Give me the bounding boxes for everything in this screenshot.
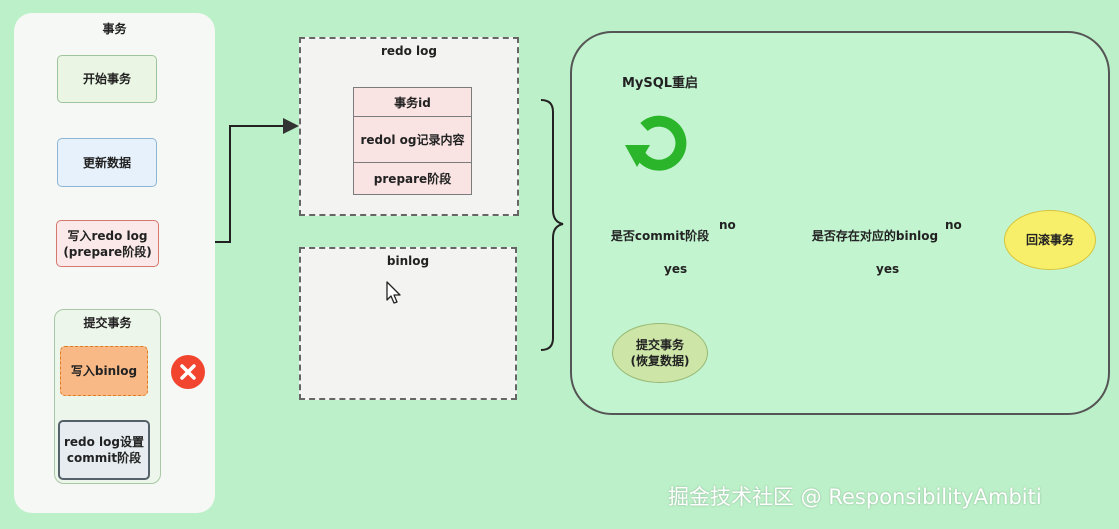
redo-commit-line1: redo log设置 — [63, 435, 145, 449]
commit-group-title: 提交事务 — [83, 316, 132, 330]
node-update-data: 更新数据 — [57, 138, 157, 187]
redo-commit-line2: commit阶段 — [66, 451, 142, 465]
binlog-box — [299, 247, 517, 400]
mouse-cursor-icon — [386, 281, 402, 305]
edge-label-yes-1: yes — [664, 262, 688, 276]
write-redo-line1: 写入redo log — [67, 228, 148, 243]
edge-label-no-1: no — [719, 218, 736, 232]
transaction-title: 事务 — [102, 22, 127, 36]
node-redo-commit-stage: redo log设置 commit阶段 — [58, 420, 150, 480]
watermark: 掘金技术社区 @ ResponsibilityAmbiti — [668, 485, 1042, 509]
error-x-icon — [171, 355, 205, 389]
write-redo-line2: (prepare阶段) — [63, 244, 152, 259]
redo-log-row-txid: 事务id — [353, 87, 472, 117]
brace — [540, 99, 564, 351]
node-write-redo-log: 写入redo log (prepare阶段) — [56, 220, 159, 267]
commit-restore-line1: 提交事务 — [635, 338, 684, 352]
check-commit-label: 是否commit阶段 — [610, 229, 710, 243]
node-rollback-transaction: 回滚事务 — [1004, 210, 1096, 270]
redo-log-row-prepare: prepare阶段 — [353, 163, 472, 195]
redo-log-title: redo log — [380, 44, 437, 58]
redo-log-row-content: redol og记录内容 — [353, 117, 472, 163]
check-binlog-label: 是否存在对应的binlog — [811, 229, 939, 243]
node-write-binlog: 写入binlog — [60, 346, 148, 396]
commit-restore-line2: (恢复数据) — [630, 354, 690, 368]
edge-label-no-2: no — [945, 218, 962, 232]
binlog-title: binlog — [386, 254, 430, 268]
mysql-restart-title: MySQL重启 — [621, 76, 699, 91]
node-start-transaction: 开始事务 — [57, 55, 157, 103]
node-commit-restore: 提交事务 (恢复数据) — [612, 323, 708, 383]
edge-label-yes-2: yes — [876, 262, 900, 276]
restart-refresh-icon — [623, 105, 695, 177]
